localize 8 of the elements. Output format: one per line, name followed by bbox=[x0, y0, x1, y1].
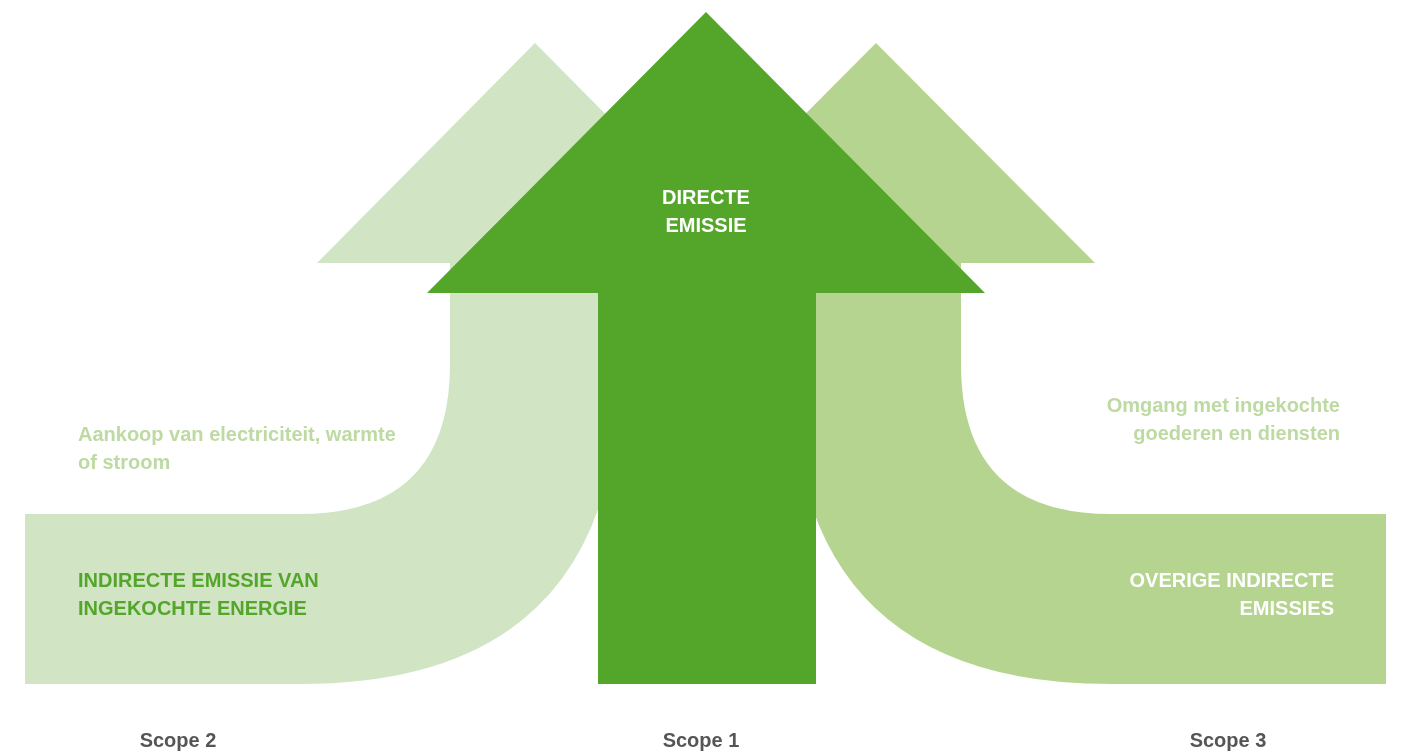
arrow-label: DIRECTE EMISSIE bbox=[661, 185, 751, 238]
arrow-label: INDIRECTE EMISSIE VAN INGEKOCHTE ENERGIE bbox=[78, 568, 320, 621]
arrow-label: OVERIGE INDIRECTE EMISSIES bbox=[1128, 568, 1334, 621]
scope-label: Scope 1 bbox=[661, 728, 741, 753]
scope-label: Scope 3 bbox=[1188, 728, 1268, 753]
description-text: Aankoop van electriciteit, warmte of stroom bbox=[78, 422, 397, 475]
scope-label: Scope 2 bbox=[138, 728, 218, 753]
description-text: Omgang met ingekochte goederen en diensten bbox=[1105, 393, 1340, 446]
